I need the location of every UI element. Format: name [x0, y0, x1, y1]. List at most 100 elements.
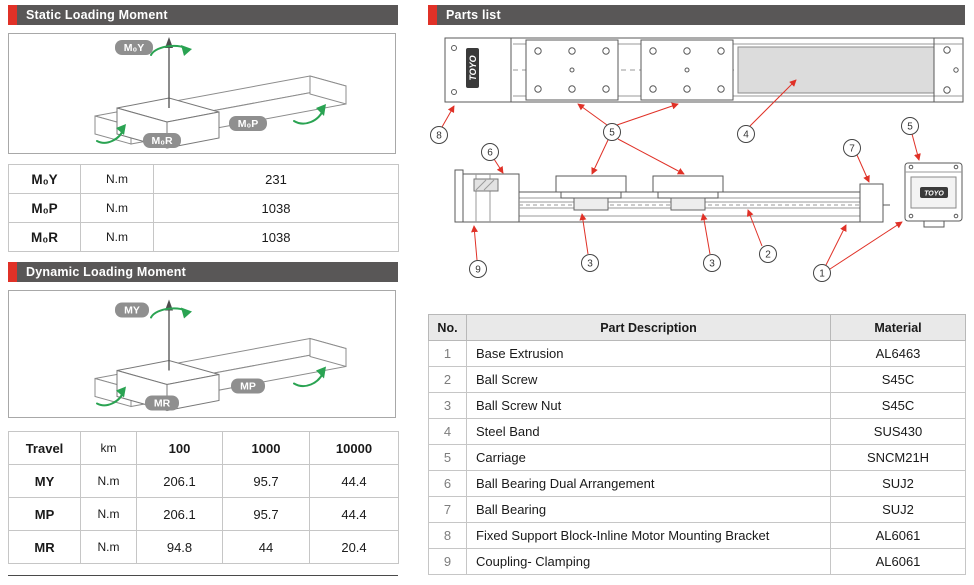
static-moment-diagram: M₀Y M₀P M₀R — [8, 33, 396, 154]
dynamic-loading-section-header: Dynamic Loading Moment — [8, 262, 398, 282]
callout-1: 1 — [813, 264, 831, 282]
end-bearing-block — [859, 183, 884, 223]
bottom-divider — [8, 575, 398, 576]
part-description: Ball Bearing Dual Arrangement — [466, 470, 831, 497]
table-row: 4 Steel Band SUS430 — [428, 418, 966, 445]
value-cell: 44 — [222, 530, 310, 564]
part-description: Base Extrusion — [466, 340, 831, 367]
carriage-plate-2 — [640, 39, 734, 101]
table-row: 9 Coupling- Clamping AL6061 — [428, 548, 966, 575]
part-material: AL6061 — [830, 522, 966, 549]
value-cell: 44.4 — [309, 497, 399, 531]
callout-6: 6 — [481, 143, 499, 161]
part-description: Coupling- Clamping — [466, 548, 831, 575]
header-unit: km — [80, 431, 137, 465]
actuator-side-view — [454, 169, 890, 223]
value-cell: 20.4 — [309, 530, 399, 564]
part-material: SUJ2 — [830, 496, 966, 523]
table-row: MP N.m 206.1 95.7 44.4 — [8, 497, 399, 531]
part-description: Ball Bearing — [466, 496, 831, 523]
part-material: AL6061 — [830, 548, 966, 575]
header-material: Material — [830, 314, 966, 341]
svg-text:1: 1 — [819, 269, 825, 280]
moment-label-cell: MR — [8, 530, 81, 564]
part-material: S45C — [830, 392, 966, 419]
moment-label-cell: MP — [8, 497, 81, 531]
part-material: SUJ2 — [830, 470, 966, 497]
part-no: 7 — [428, 496, 467, 523]
red-accent-chip — [8, 262, 17, 282]
red-accent-chip — [8, 5, 17, 25]
callout-3a: 3 — [581, 254, 599, 272]
part-material: SUS430 — [830, 418, 966, 445]
svg-text:9: 9 — [475, 265, 481, 276]
roll-moment-label: M₀R — [151, 135, 172, 147]
unit-cell: N.m — [80, 530, 137, 564]
callout-7: 7 — [843, 139, 861, 157]
value-cell: 1038 — [153, 222, 399, 252]
yaw-axis-arrow — [165, 299, 173, 371]
table-row: 8 Fixed Support Block-Inline Motor Mount… — [428, 522, 966, 549]
pitch-moment-label: M₀P — [238, 118, 258, 130]
side-carriage-1 — [555, 175, 627, 211]
table-row: M₀R N.m 1038 — [8, 222, 399, 252]
yaw-moment-badge — [115, 40, 153, 55]
dynamic-loading-table: Travel km 100 1000 10000 MY N.m 206.1 95… — [8, 431, 399, 564]
red-accent-chip — [428, 5, 437, 25]
ball-screw-nut-2 — [670, 197, 706, 211]
carriage-plate-1 — [525, 39, 619, 101]
header-10000: 10000 — [309, 431, 399, 465]
callout-9: 9 — [469, 260, 487, 278]
moment-rotation-arrows — [96, 307, 326, 407]
table-row: M₀P N.m 1038 — [8, 193, 399, 223]
part-description: Carriage — [466, 444, 831, 471]
table-header-row: Travel km 100 1000 10000 — [8, 431, 399, 465]
part-material: SNCM21H — [830, 444, 966, 471]
svg-text:8: 8 — [436, 131, 442, 142]
static-loading-section-header: Static Loading Moment — [8, 5, 398, 25]
callout-3b: 3 — [703, 254, 721, 272]
motor-mount-flange — [454, 169, 464, 223]
unit-cell: N.m — [80, 222, 154, 252]
svg-text:5: 5 — [907, 122, 913, 133]
callout-5b: 5 — [901, 117, 919, 135]
yaw-moment-label: MY — [124, 305, 140, 317]
svg-text:6: 6 — [487, 148, 493, 159]
unit-cell: N.m — [80, 193, 154, 223]
value-cell: 94.8 — [136, 530, 223, 564]
table-row: 5 Carriage SNCM21H — [428, 444, 966, 471]
table-row: MR N.m 94.8 44 20.4 — [8, 530, 399, 564]
fixed-support-block — [462, 173, 520, 223]
pitch-moment-badge — [229, 116, 267, 131]
callout-leader-lines — [441, 79, 921, 270]
moment-label-cell: M₀P — [8, 193, 81, 223]
header-100: 100 — [136, 431, 223, 465]
steel-band — [737, 46, 935, 94]
carriage-block-drawing — [116, 359, 220, 412]
parts-list-table: No. Part Description Material 1 Base Ext… — [428, 314, 966, 575]
table-header-row: No. Part Description Material — [428, 314, 966, 341]
value-cell: 95.7 — [222, 497, 310, 531]
dynamic-moment-diagram: MY MP MR — [8, 290, 396, 418]
header-1000: 1000 — [222, 431, 310, 465]
part-no: 3 — [428, 392, 467, 419]
part-description: Ball Screw Nut — [466, 392, 831, 419]
roll-moment-badge — [143, 133, 181, 148]
yaw-moment-badge — [115, 302, 149, 318]
section-title-dynamic: Dynamic Loading Moment — [17, 262, 398, 282]
unit-cell: N.m — [80, 464, 137, 498]
pitch-moment-label: MP — [240, 381, 256, 393]
svg-text:4: 4 — [743, 130, 749, 141]
section-title-static: Static Loading Moment — [17, 5, 398, 25]
part-no: 5 — [428, 444, 467, 471]
table-row: 1 Base Extrusion AL6463 — [428, 340, 966, 367]
coupling-clamping — [473, 178, 499, 192]
part-no: 1 — [428, 340, 467, 367]
part-no: 8 — [428, 522, 467, 549]
static-moment-isometric-drawing: M₀Y M₀P M₀R — [94, 37, 347, 149]
ball-screw-nut-1 — [573, 197, 609, 211]
value-cell: 95.7 — [222, 464, 310, 498]
svg-text:2: 2 — [765, 250, 771, 261]
roll-moment-badge — [145, 395, 179, 411]
moment-label-badges: M₀Y M₀P M₀R — [115, 40, 267, 148]
